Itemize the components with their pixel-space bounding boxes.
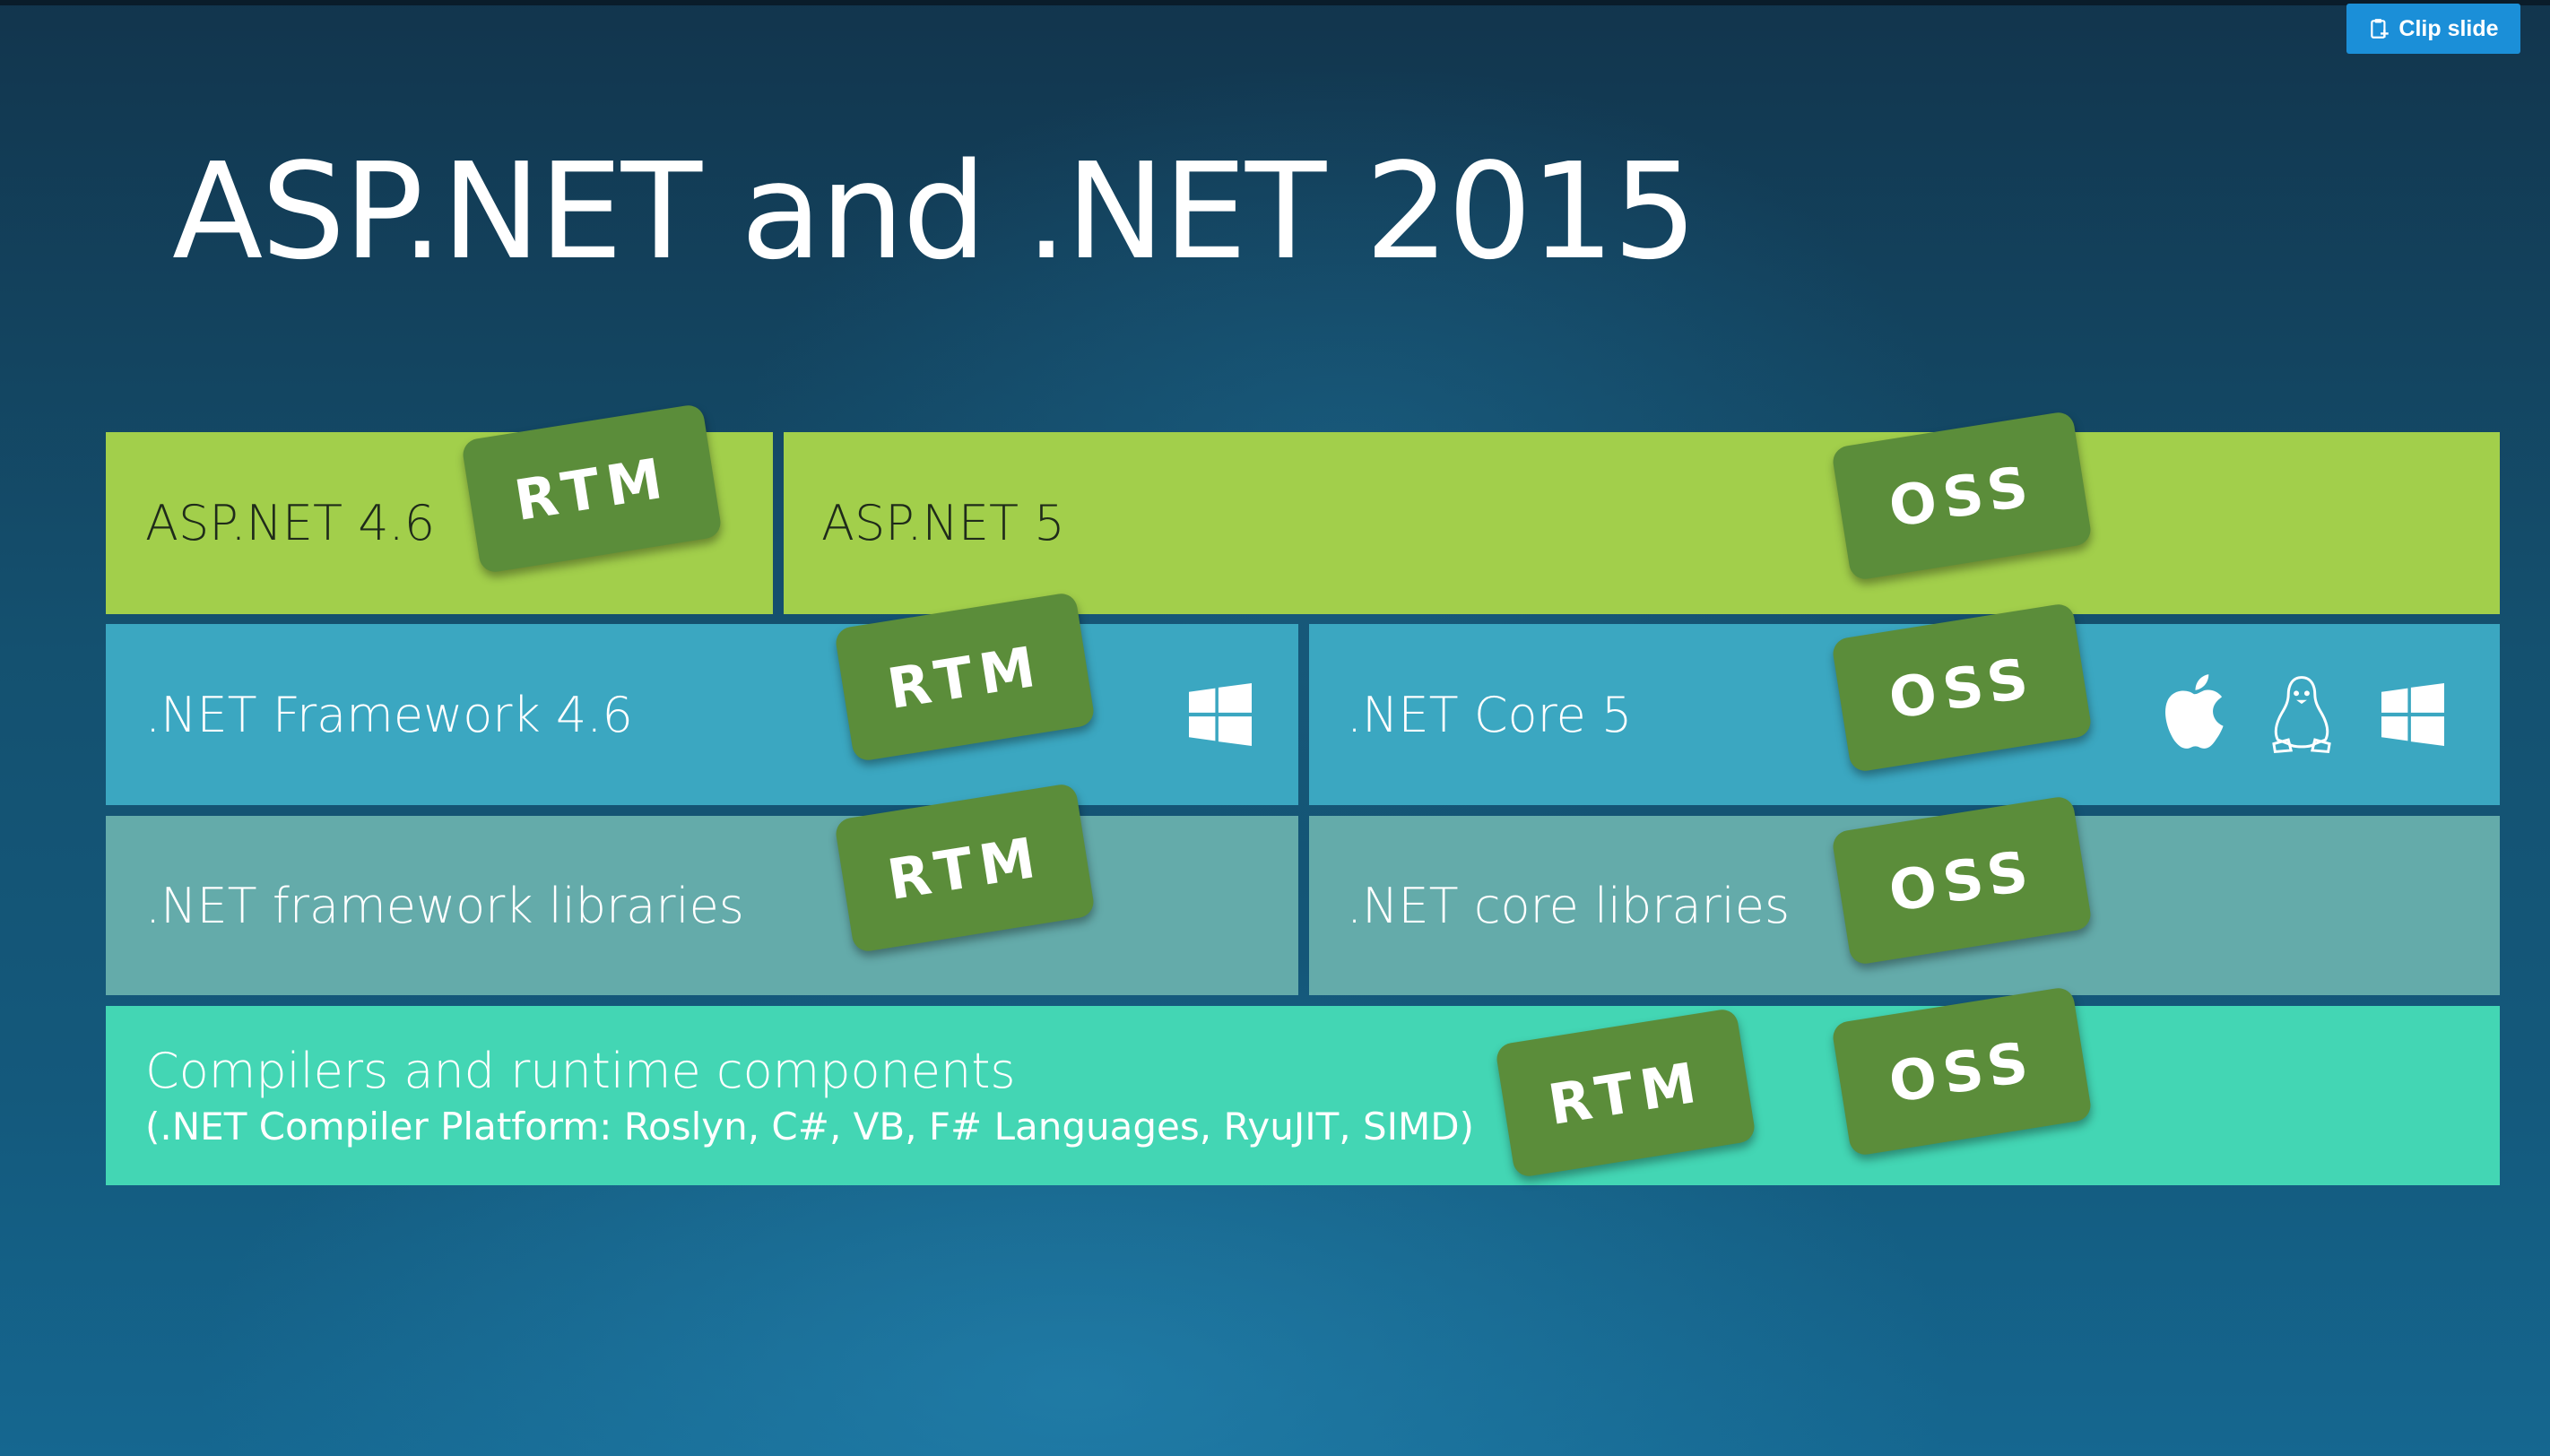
block-label: .NET core libraries bbox=[1347, 877, 1791, 934]
block-label: ASP.NET 4.6 bbox=[145, 495, 436, 551]
block-label: .NET Core 5 bbox=[1347, 686, 1633, 743]
block-label: ASP.NET 5 bbox=[821, 495, 1065, 551]
slide-title: ASP.NET and .NET 2015 bbox=[172, 134, 1697, 289]
block-net-framework-libraries: .NET framework libraries bbox=[106, 816, 1298, 995]
windows-icon bbox=[2381, 683, 2444, 746]
linux-icon bbox=[2272, 676, 2331, 754]
block-sublabel: (.NET Compiler Platform: Roslyn, C#, VB,… bbox=[145, 1105, 1474, 1148]
block-compilers-runtime: Compilers and runtime components (.NET C… bbox=[106, 1006, 2500, 1185]
clipboard-icon bbox=[2371, 19, 2390, 39]
block-net-framework-46: .NET Framework 4.6 bbox=[106, 624, 1298, 805]
block-aspnet-5: ASP.NET 5 bbox=[784, 432, 2500, 614]
block-net-core-5: .NET Core 5 bbox=[1309, 624, 2500, 805]
clip-slide-button[interactable]: Clip slide bbox=[2346, 4, 2520, 54]
windows-icon bbox=[1189, 683, 1252, 746]
block-label: .NET framework libraries bbox=[145, 877, 744, 934]
block-label: Compilers and runtime components bbox=[145, 1043, 1016, 1099]
apple-icon bbox=[2165, 674, 2224, 749]
block-label: .NET Framework 4.6 bbox=[145, 686, 633, 743]
clip-slide-label: Clip slide bbox=[2398, 15, 2499, 41]
